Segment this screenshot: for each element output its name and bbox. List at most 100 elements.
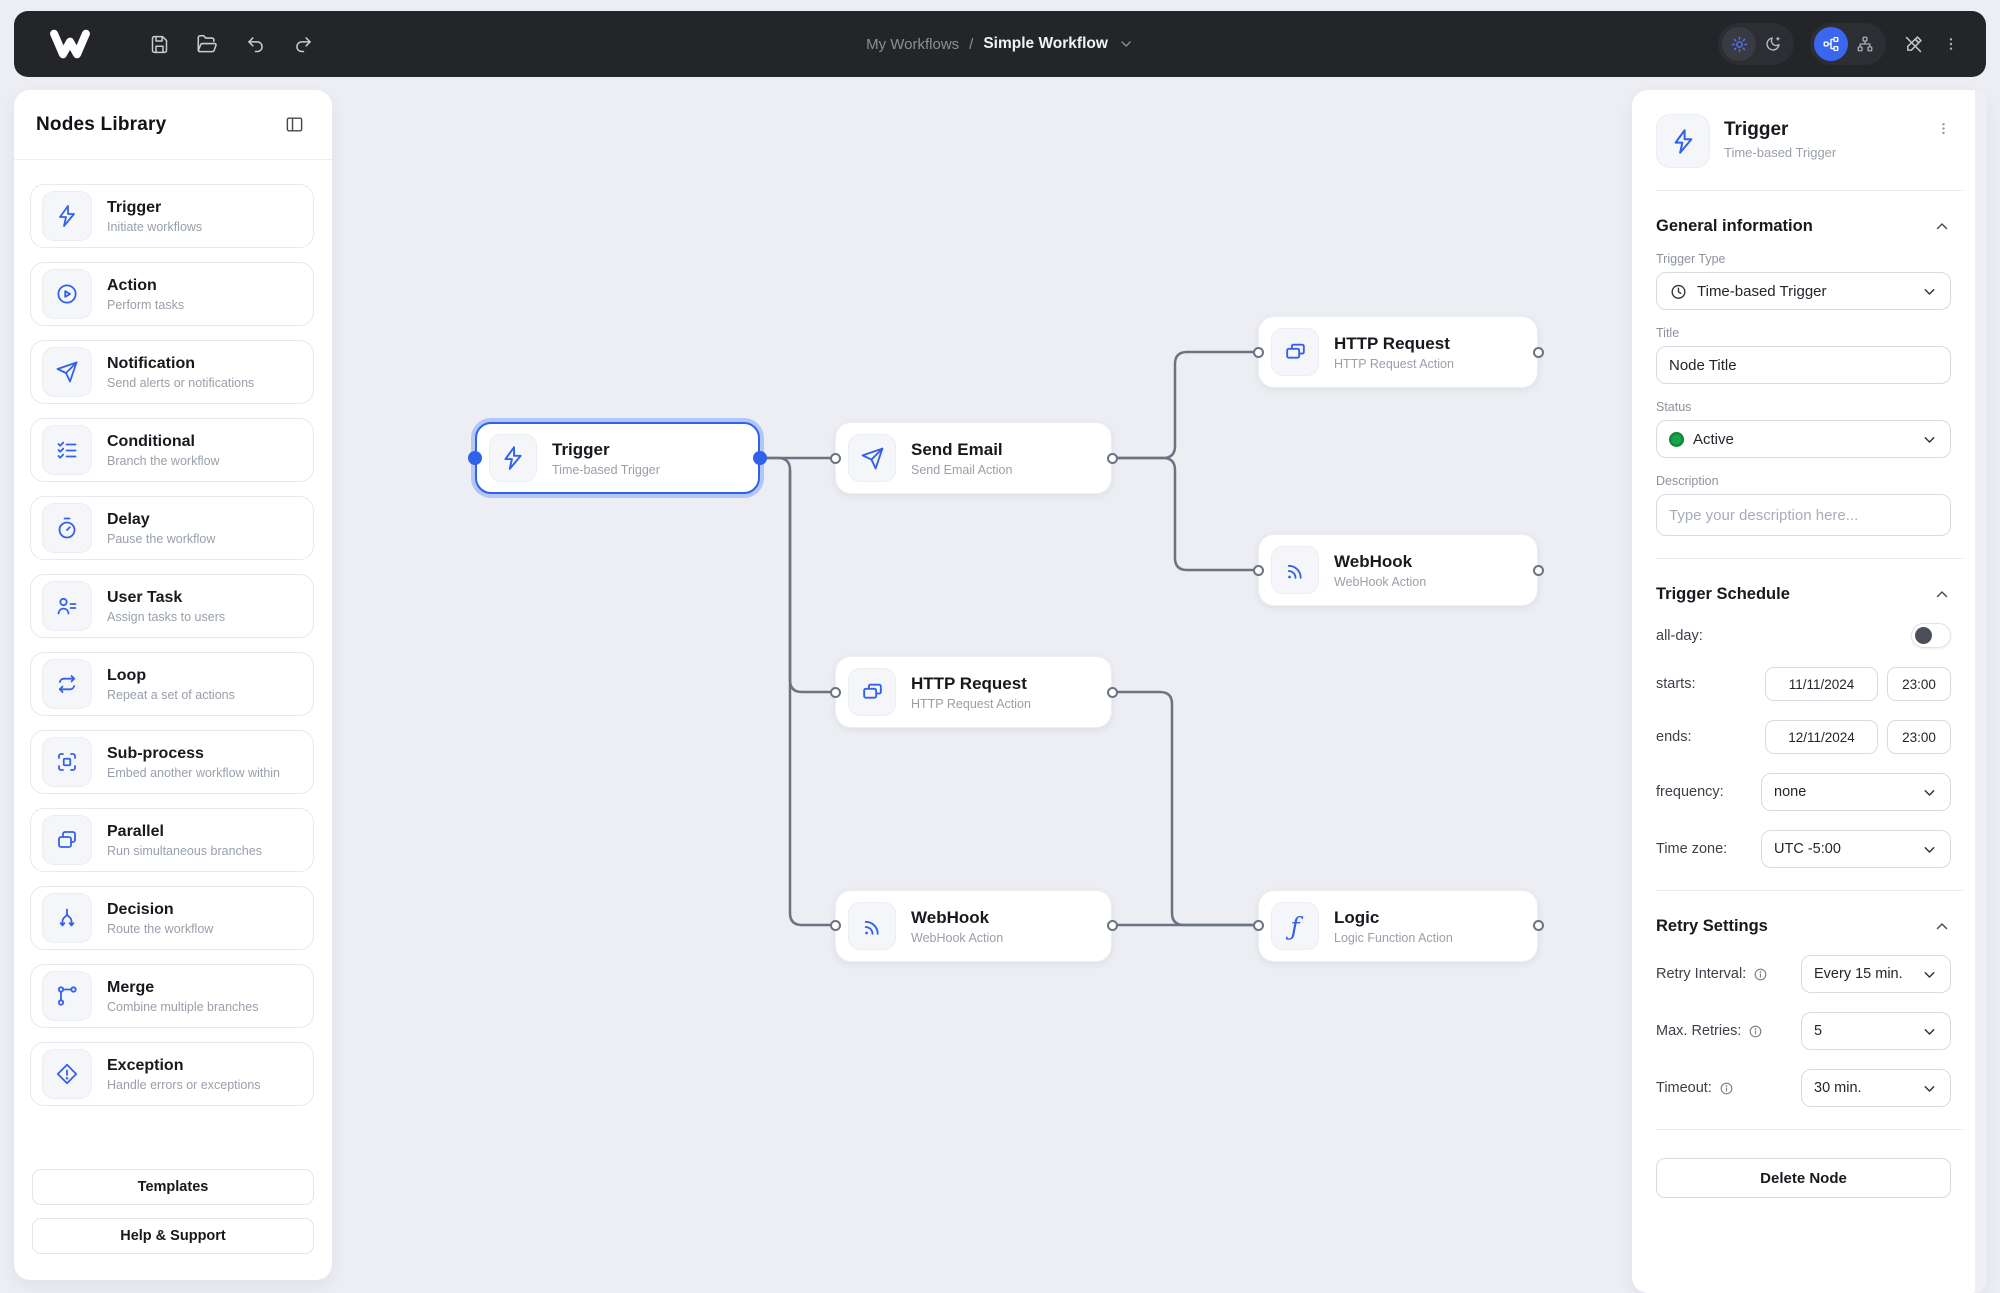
topbar: My Workflows / Simple Workflow [14,11,1986,77]
port-trigger-in[interactable] [468,451,482,465]
node-subtitle: Send Email Action [911,462,1013,477]
repeat-icon [42,659,92,709]
description-input[interactable] [1656,494,1951,536]
port-http-top-in[interactable] [1252,346,1264,358]
panel-scrollbar[interactable] [1975,90,1987,1293]
moon-icon[interactable] [1756,27,1790,61]
item-title: Parallel [107,822,164,840]
item-title: User Task [107,588,183,606]
node-title: WebHook [911,907,990,927]
chevron-up-icon[interactable] [1933,918,1951,936]
timezone-dropdown[interactable]: UTC -5:00 [1761,830,1951,868]
trigger-type-dropdown[interactable]: Time-based Trigger [1656,272,1951,310]
timeout-dropdown[interactable]: 30 min. [1801,1069,1951,1107]
ends-time-field[interactable]: 23:00 [1887,720,1951,754]
save-icon[interactable] [148,33,170,55]
item-title: Delay [107,510,150,528]
max-retries-row: Max. Retries: 5 [1656,1012,1951,1050]
help-support-button[interactable]: Help & Support [32,1218,314,1254]
title-input[interactable] [1656,346,1951,384]
node-title: WebHook [1334,551,1413,571]
all-day-toggle[interactable] [1911,623,1951,648]
max-retries-dropdown[interactable]: 5 [1801,1012,1951,1050]
chevron-up-icon[interactable] [1933,218,1951,236]
chevron-down-icon[interactable] [1118,36,1134,52]
item-subtitle: Handle errors or exceptions [107,1077,261,1092]
item-subtitle: Assign tasks to users [107,609,226,624]
port-http-top-out[interactable] [1532,346,1544,358]
item-title: Action [107,276,157,294]
frequency-dropdown[interactable]: none [1761,773,1951,811]
retry-interval-dropdown[interactable]: Every 15 min. [1801,955,1951,993]
section-title: Retry Settings [1656,917,1768,935]
port-webhook-right-out[interactable] [1532,564,1544,576]
port-logic-out[interactable] [1532,919,1544,931]
sun-icon[interactable] [1722,27,1756,61]
port-http-middle-in[interactable] [829,686,841,698]
function-icon: ƒ [1271,902,1319,950]
panel-left-icon[interactable] [285,115,304,134]
ends-label: ends: [1656,729,1692,745]
templates-button[interactable]: Templates [32,1169,314,1205]
undo-icon[interactable] [244,33,266,55]
kebab-menu-icon[interactable] [1940,33,1962,55]
port-send-email-in[interactable] [829,452,841,464]
kebab-menu-icon[interactable] [1936,120,1951,142]
redo-icon[interactable] [292,33,314,55]
send-icon [848,434,896,482]
delete-node-button[interactable]: Delete Node [1656,1158,1951,1198]
port-webhook-bottom-out[interactable] [1106,919,1118,931]
item-subtitle: Route the workflow [107,921,214,936]
flow-vertical-icon[interactable] [1848,27,1882,61]
port-logic-in[interactable] [1252,919,1264,931]
divider [1656,890,1963,891]
item-subtitle: Run simultaneous branches [107,843,262,858]
port-http-middle-out[interactable] [1106,686,1118,698]
frequency-row: frequency: none [1656,773,1951,811]
node-subtitle: HTTP Request Action [911,696,1031,711]
max-retries-label: Max. Retries: [1656,1023,1742,1039]
info-icon[interactable] [1753,967,1768,982]
ends-date-field[interactable]: 12/11/2024 [1765,720,1878,754]
breadcrumb-parent[interactable]: My Workflows [866,35,960,53]
info-icon[interactable] [1748,1024,1763,1039]
node-subtitle: WebHook Action [911,930,1004,945]
node-subtitle: Time-based Trigger [552,462,660,477]
node-title: HTTP Request [1334,333,1450,353]
port-send-email-out[interactable] [1106,452,1118,464]
starts-time-field[interactable]: 23:00 [1887,667,1951,701]
port-trigger-out[interactable] [753,451,767,465]
item-title: Sub-process [107,744,204,762]
folder-open-icon[interactable] [196,33,218,55]
chevron-up-icon[interactable] [1933,586,1951,604]
zap-icon [42,191,92,241]
flow-horizontal-icon[interactable] [1814,27,1848,61]
pen-off-icon[interactable] [1902,33,1924,55]
port-webhook-right-in[interactable] [1252,564,1264,576]
status-dropdown[interactable]: Active [1656,420,1951,458]
play-circle-icon [42,269,92,319]
port-webhook-bottom-in[interactable] [829,919,841,931]
info-icon[interactable] [1719,1081,1734,1096]
starts-date-field[interactable]: 11/11/2024 [1765,667,1878,701]
